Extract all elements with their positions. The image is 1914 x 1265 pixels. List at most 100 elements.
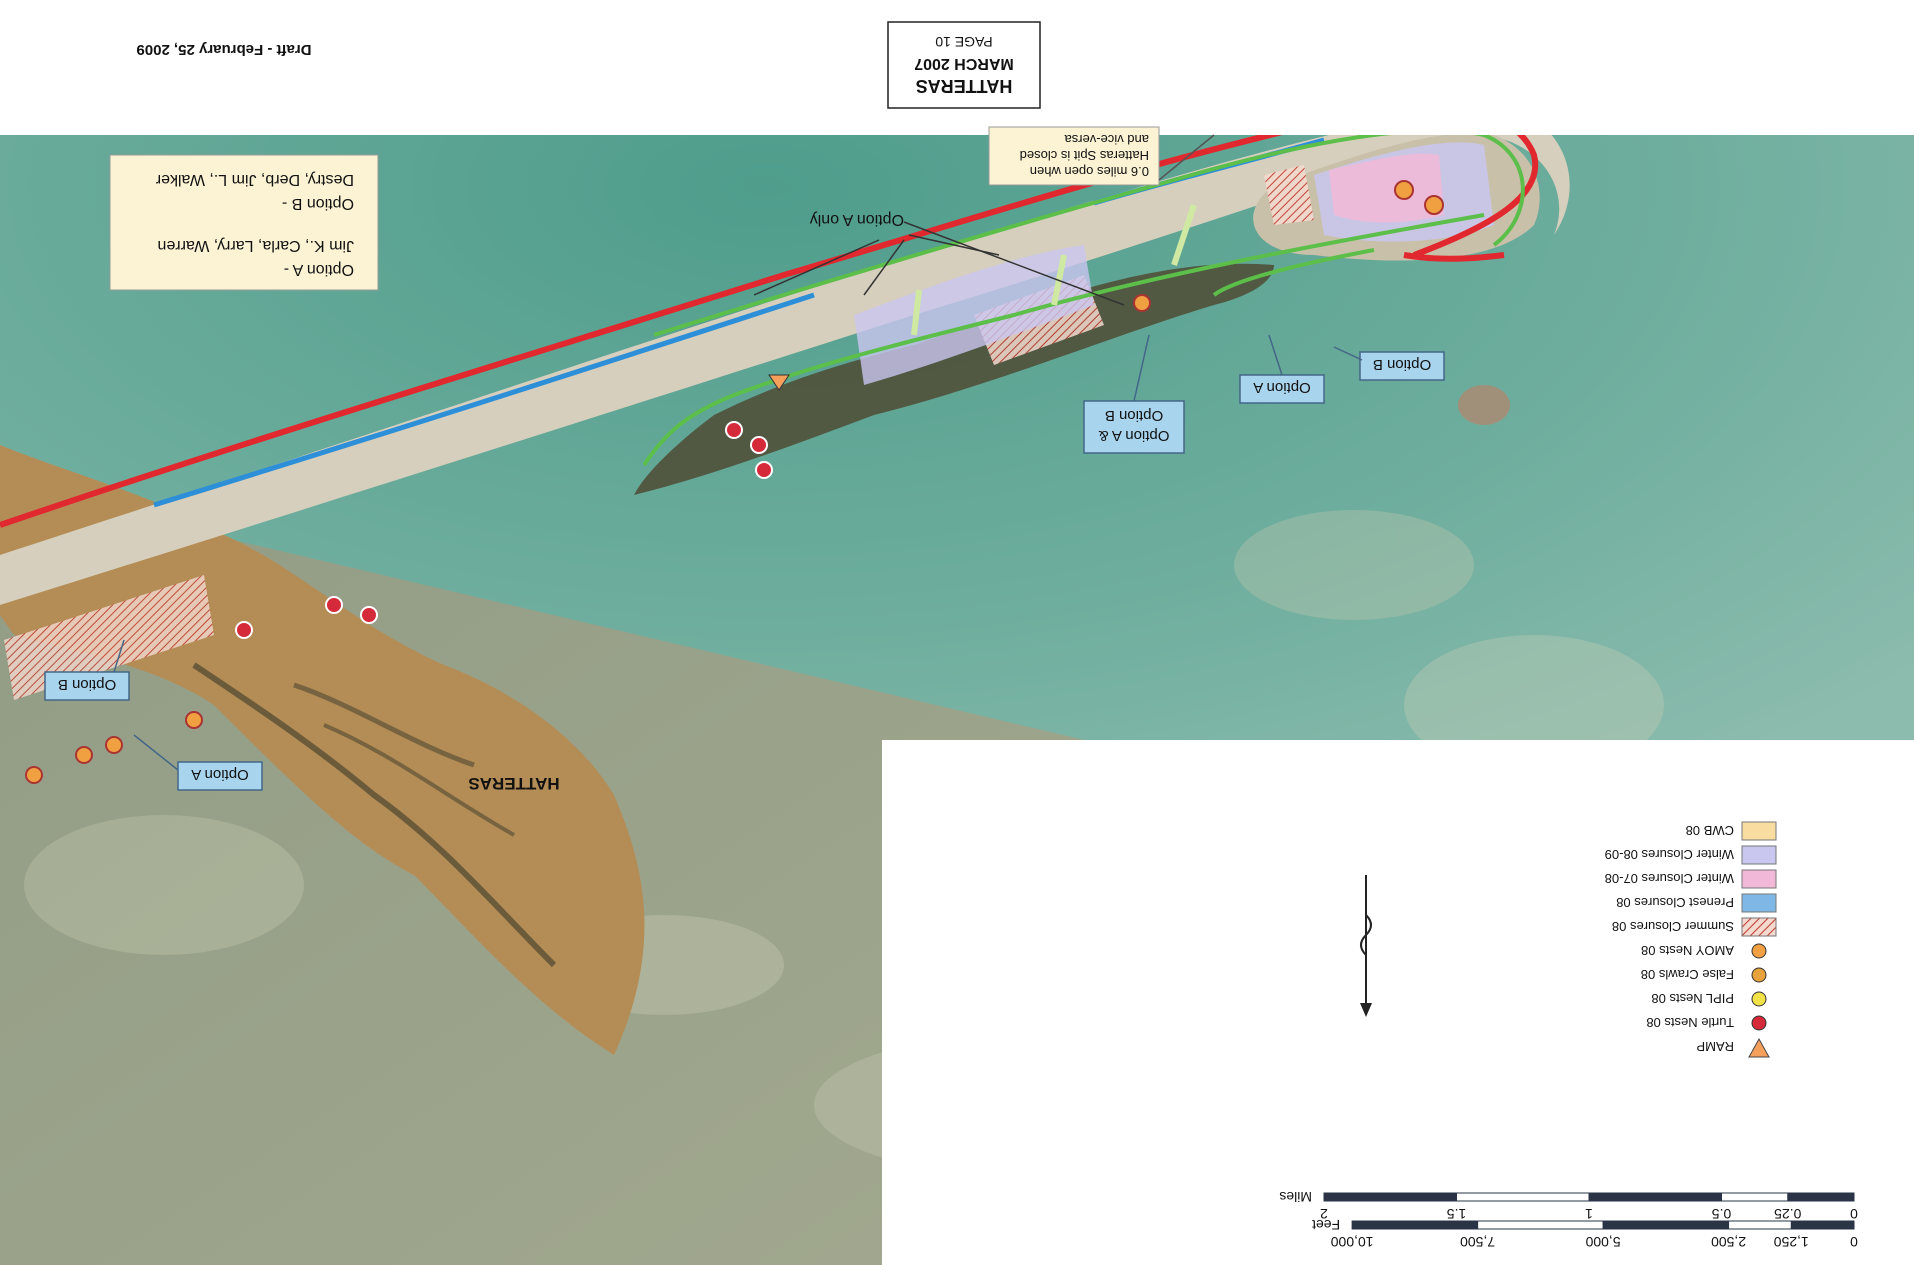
route-line-green-ocean [653, 128, 1525, 337]
map-title: HATTERAS [916, 76, 1013, 96]
legend-item-turtle-nests-08: Turtle Nests 08 [1646, 1015, 1767, 1031]
small-island [1458, 385, 1510, 425]
miles-tick-label: 0.25 [1774, 1206, 1801, 1222]
turtle-nest-dot-icon [1751, 1015, 1767, 1031]
pipl-nest-dot-icon [1751, 991, 1767, 1007]
legend-label: Winter Closures 08-09 [1605, 847, 1734, 862]
option-a-title: Option A - [284, 261, 354, 278]
option-b-members: Destry, Derb, Jim L., Walker [155, 171, 354, 188]
svg-text:Option A &: Option A & [1099, 427, 1170, 444]
feet-unit-label: Feet [1312, 1217, 1340, 1233]
draft-date: Draft - February 25, 2009 [136, 41, 311, 58]
spit-note-line2: Hatteras Spit is closed [1020, 148, 1149, 163]
svg-text:Option A only: Option A only [810, 211, 904, 228]
svg-text:Option A: Option A [1253, 379, 1311, 396]
feet-tick-label: 5,000 [1585, 1234, 1620, 1250]
closure-line-red-ocean [0, 102, 1539, 528]
legend-label: RAMP [1696, 1039, 1734, 1054]
spit-note-line3: and vice-versa [1064, 132, 1149, 147]
route-line-green-sound [642, 213, 1485, 467]
callout-option-a-b: Option A & Option B [1083, 334, 1185, 454]
legend-label: PIPL Nests 08 [1651, 991, 1734, 1006]
callout-option-a-lower: Option A [133, 734, 263, 791]
option-a-cross-3 [911, 289, 922, 336]
amoy-nests [25, 180, 1444, 784]
feet-tick-label: 0 [1850, 1234, 1858, 1250]
route-line-green-back [1212, 248, 1375, 297]
svg-text:Option B: Option B [58, 676, 116, 693]
title-box [887, 21, 1041, 109]
winter-closure-07-08-tip [1329, 153, 1444, 223]
amoy-nest-dot-icon [1751, 943, 1767, 959]
legend-label: AMOY Nests 08 [1641, 943, 1734, 958]
legend-item-pipl-nests-08: PIPL Nests 08 [1651, 991, 1767, 1007]
swatch-icon [1741, 821, 1777, 841]
scale-segment [1323, 1192, 1457, 1202]
scale-segment [1728, 1220, 1792, 1230]
callout-option-a-only: Option A only [753, 211, 1125, 306]
spit-note-box [988, 126, 1160, 186]
option-a-members: Jim K., Carla, Larry, Warren [158, 237, 354, 254]
spit-note-line1: 0.6 miles open when [1030, 164, 1149, 179]
svg-text:Option B: Option B [1105, 407, 1163, 424]
callout-option-b-lower: Option B [44, 639, 130, 701]
scale-segment [1790, 1220, 1855, 1230]
ramp-marker [768, 374, 790, 391]
scale-bar: 0 0.25 0.5 1 1.5 2 Miles 0 1,250 2,500 5,000 7,500 1… [1279, 1189, 1858, 1250]
beach-spit [0, 104, 1570, 605]
false-crawl-dot-icon [1751, 967, 1767, 983]
callout-option-b-upper: Option B [1333, 346, 1445, 381]
legend-item-ramp: RAMP [1696, 1037, 1770, 1058]
legend-item-amoy-nests-08: AMOY Nests 08 [1641, 943, 1767, 959]
scale-segment [1787, 1192, 1855, 1202]
miles-tick-label: 0.5 [1712, 1206, 1732, 1222]
scale-segment [1721, 1192, 1789, 1202]
scale-segment [1602, 1220, 1730, 1230]
scale-segment [1351, 1220, 1479, 1230]
miles-tick-label: 0 [1850, 1206, 1858, 1222]
legend-item-prenest-closures-08: Prenest Closures 08 [1616, 893, 1777, 913]
legend-label: Summer Closures 08 [1612, 919, 1734, 934]
miles-tick-label: 2 [1320, 1206, 1328, 1222]
legend-item-summer-closures-08: Summer Closures 08 [1612, 917, 1777, 937]
callout-option-a-upper: Option A [1239, 334, 1325, 404]
page-number: PAGE 10 [935, 34, 993, 50]
scale-segment [1477, 1220, 1604, 1230]
hatched-swatch-icon [1741, 917, 1777, 937]
options-note-box [109, 154, 379, 291]
winter-closure-08-09-mid [854, 245, 1094, 385]
legend-item-cwb-08: CWB 08 [1686, 821, 1777, 841]
map-date: MARCH 2007 [914, 55, 1014, 72]
legend-label: Winter Closures 07-08 [1605, 871, 1734, 886]
legend-label: False Crawls 08 [1641, 967, 1734, 982]
north-arrow-icon [1360, 875, 1372, 1017]
legend-label: Turtle Nests 08 [1646, 1015, 1734, 1030]
ramp-triangle-icon [1748, 1037, 1770, 1058]
legend-label: CWB 08 [1686, 823, 1734, 838]
feet-tick-label: 2,500 [1711, 1234, 1746, 1250]
summer-closure-west [4, 575, 214, 700]
prenest-line-2 [153, 292, 815, 508]
maritime-forest [634, 263, 1274, 495]
feet-tick-label: 10,000 [1330, 1234, 1373, 1250]
legend-label: Prenest Closures 08 [1616, 895, 1734, 910]
miles-tick-label: 1 [1585, 1206, 1593, 1222]
miles-tick-label: 1.5 [1447, 1206, 1467, 1222]
miles-unit-label: Miles [1279, 1189, 1312, 1205]
summer-closure-tip [1264, 165, 1314, 225]
option-b-title: Option B - [282, 195, 354, 212]
swatch-icon [1741, 893, 1777, 913]
scale-segment [1456, 1192, 1590, 1202]
feet-tick-label: 1,250 [1774, 1234, 1809, 1250]
legend-item-false-crawls-08: False Crawls 08 [1641, 967, 1767, 983]
svg-text:Option B: Option B [1373, 356, 1431, 373]
legend-item-winter-closures-07-08: Winter Closures 07-08 [1605, 869, 1777, 889]
feet-tick-label: 7,500 [1460, 1234, 1495, 1250]
swatch-icon [1741, 845, 1777, 865]
turtle-nests [235, 421, 773, 639]
map-legend: RAMP Turtle Nests 08 PIPL Nests 08 False Cr… [1605, 821, 1777, 1058]
place-label: HATTERAS [468, 774, 559, 793]
closure-line-red-tip [1403, 252, 1505, 262]
